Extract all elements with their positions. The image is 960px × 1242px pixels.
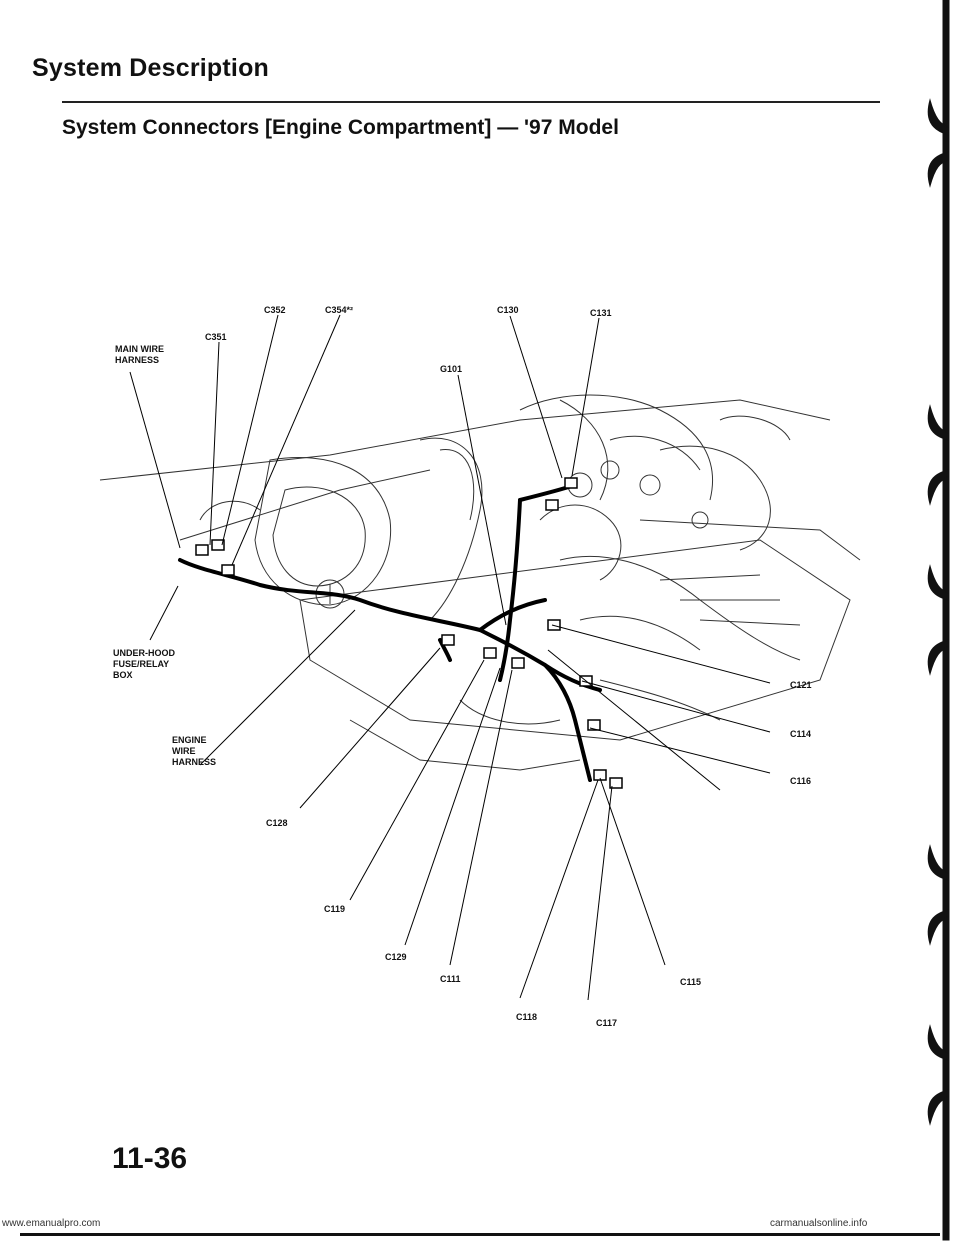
header-rule xyxy=(62,101,880,103)
c111-label: C111 xyxy=(440,974,461,984)
c118-label: C118 xyxy=(516,1012,537,1022)
main-wire-harness-label-2: HARNESS xyxy=(115,355,159,365)
watermark-left[interactable]: www.emanualpro.com xyxy=(2,1218,101,1229)
c121-label: C121 xyxy=(790,680,812,690)
g101-label: G101 xyxy=(440,364,462,374)
engine-outline xyxy=(99,394,861,771)
c130-label: C130 xyxy=(497,305,519,315)
c115-label: C115 xyxy=(680,977,701,987)
section-title: System Description xyxy=(32,54,270,82)
underhood-box-label-3: BOX xyxy=(113,670,133,680)
diagram-labels: MAIN WIRE HARNESS C351 C352 C354*² C130 … xyxy=(113,305,812,1028)
underhood-box-label-2: FUSE/RELAY xyxy=(113,659,169,669)
wire-harness xyxy=(178,483,602,782)
c354-label: C354*² xyxy=(325,305,353,315)
engine-wire-harness-label-2: WIRE xyxy=(172,746,196,756)
c352-label: C352 xyxy=(264,305,286,315)
c117-label: C117 xyxy=(596,1018,617,1028)
footer-rule xyxy=(20,1233,940,1236)
page-subtitle: System Connectors [Engine Compartment] —… xyxy=(62,116,619,139)
c116-label: C116 xyxy=(790,776,811,786)
engine-wire-harness-label-1: ENGINE xyxy=(172,735,207,745)
c129-label: C129 xyxy=(385,952,407,962)
c114-label: C114 xyxy=(790,729,811,739)
engine-wire-harness-label-3: HARNESS xyxy=(172,757,216,767)
main-wire-harness-label-1: MAIN WIRE xyxy=(115,344,164,354)
underhood-box-label-1: UNDER-HOOD xyxy=(113,648,175,658)
c351-label: C351 xyxy=(205,332,227,342)
c131-label: C131 xyxy=(590,308,612,318)
c119-label: C119 xyxy=(324,904,345,914)
connectors xyxy=(195,477,623,789)
c128-label: C128 xyxy=(266,818,288,828)
page-number: 11-36 xyxy=(112,1142,188,1175)
watermark-right[interactable]: carmanualsonline.info xyxy=(770,1218,868,1229)
leader-lines xyxy=(129,314,771,1001)
binder-edge xyxy=(927,0,950,1241)
